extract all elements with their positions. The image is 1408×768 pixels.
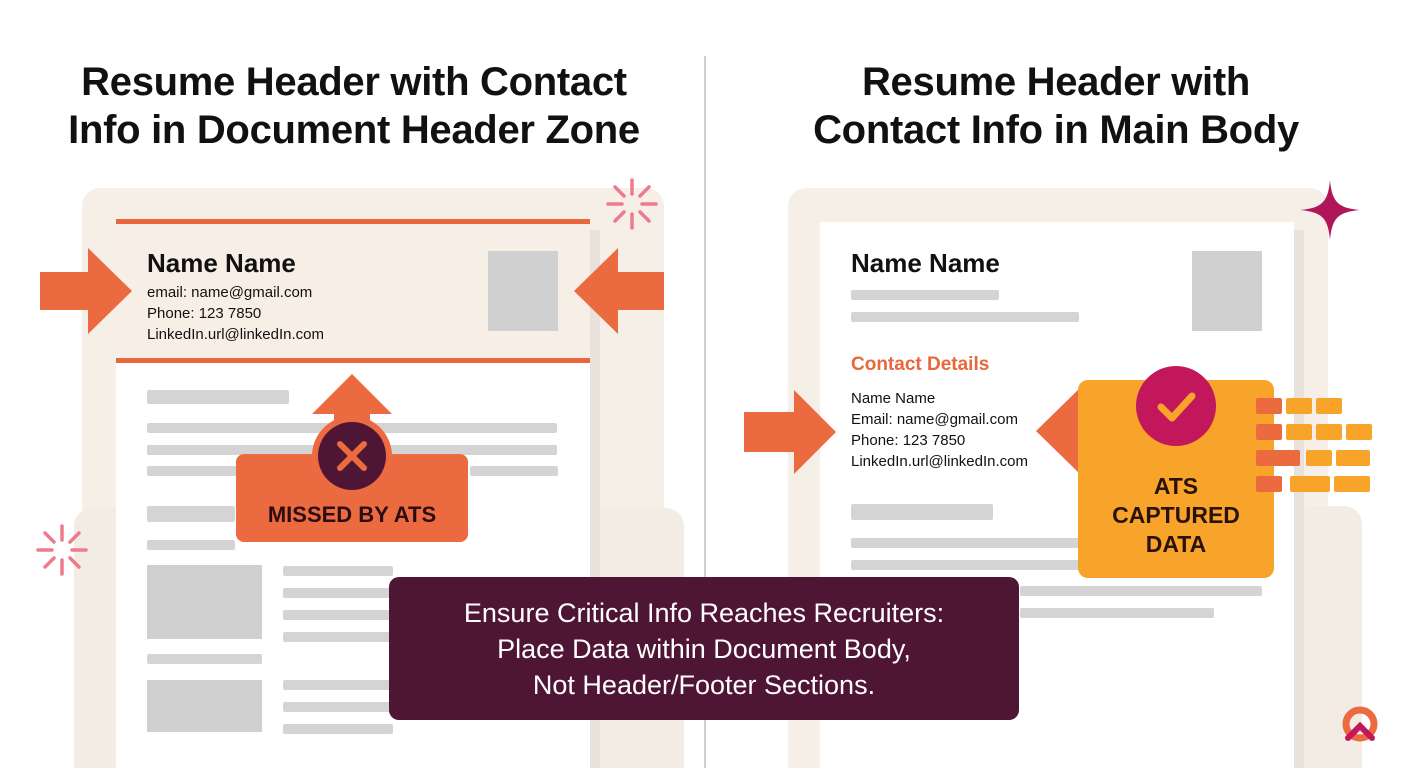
left-arrow-right-icon <box>40 248 132 334</box>
missed-badge-label: MISSED BY ATS <box>267 502 437 527</box>
left-arrow-left-icon <box>574 248 664 334</box>
x-icon <box>337 441 367 471</box>
right-title-line2: Contact Info in Main Body <box>813 108 1299 152</box>
right-resume-name: Name Name <box>851 248 1000 278</box>
right-text-bar <box>1020 608 1214 618</box>
left-title-line1: Resume Header with Contact <box>81 60 627 104</box>
left-text-bar <box>470 466 558 476</box>
left-text-bar <box>283 702 393 712</box>
right-phone: Phone: 123 7850 <box>851 432 966 449</box>
left-text-bar <box>147 540 235 550</box>
left-phone: Phone: 123 7850 <box>147 305 262 322</box>
x-circle-inner <box>318 422 386 490</box>
left-resume-name: Name Name <box>147 248 296 278</box>
right-text-bar <box>1020 586 1262 596</box>
left-linkedin: LinkedIn.url@linkedIn.com <box>147 326 324 343</box>
right-text-bar <box>851 312 1079 322</box>
left-email: email: name@gmail.com <box>147 284 313 301</box>
recommendation-callout: Ensure Critical Info Reaches Recruiters:… <box>389 577 1019 720</box>
captured-line3: DATA <box>1145 531 1207 557</box>
left-photo-placeholder <box>488 251 558 331</box>
right-arrow-in-icon <box>744 390 836 474</box>
brand-logo-icon <box>1342 706 1378 742</box>
left-title: Resume Header with Contact Info in Docum… <box>20 58 688 154</box>
header-zone-top-rule <box>116 219 590 224</box>
sparkle-burst-icon <box>36 524 88 576</box>
left-image-placeholder <box>147 565 262 639</box>
left-text-bar <box>283 588 393 598</box>
checkmark-icon <box>1157 392 1196 422</box>
sparkle-burst-icon <box>606 178 658 230</box>
left-text-bar <box>283 632 393 642</box>
right-photo-placeholder <box>1192 251 1262 331</box>
check-circle <box>1136 366 1216 446</box>
captured-line1: ATS <box>1153 473 1199 499</box>
callout-line3: Not Header/Footer Sections. <box>532 669 876 700</box>
right-page-edge <box>1292 230 1304 768</box>
left-title-line2: Info in Document Header Zone <box>68 108 640 152</box>
right-text-bar <box>851 560 1081 570</box>
left-text-bar <box>283 680 393 690</box>
right-text-bar <box>851 504 993 520</box>
contact-details-heading: Contact Details <box>851 354 990 375</box>
panel-divider <box>704 56 706 768</box>
callout-line1: Ensure Critical Info Reaches Recruiters: <box>463 597 945 628</box>
left-text-bar <box>147 390 289 404</box>
right-email: Email: name@gmail.com <box>851 411 1018 428</box>
right-contact-name: Name Name <box>851 390 936 407</box>
left-text-bar <box>283 566 393 576</box>
data-blocks-icon <box>1256 398 1372 492</box>
right-title: Resume Header with Contact Info in Main … <box>722 58 1390 154</box>
sparkle-star-icon <box>1300 180 1360 240</box>
left-image-placeholder <box>147 680 262 732</box>
left-text-bar <box>283 610 393 620</box>
header-zone-bottom-rule <box>116 358 590 363</box>
right-text-bar <box>851 290 999 300</box>
left-text-bar <box>147 466 247 476</box>
right-title-line1: Resume Header with <box>861 60 1251 104</box>
left-text-bar <box>283 724 393 734</box>
right-text-bar <box>851 538 1081 548</box>
captured-line2: CAPTURED <box>1112 502 1240 528</box>
right-linkedin: LinkedIn.url@linkedIn.com <box>851 453 1028 470</box>
left-text-bar <box>147 654 262 664</box>
left-text-bar <box>147 506 235 522</box>
callout-line2: Place Data within Document Body, <box>497 633 911 664</box>
